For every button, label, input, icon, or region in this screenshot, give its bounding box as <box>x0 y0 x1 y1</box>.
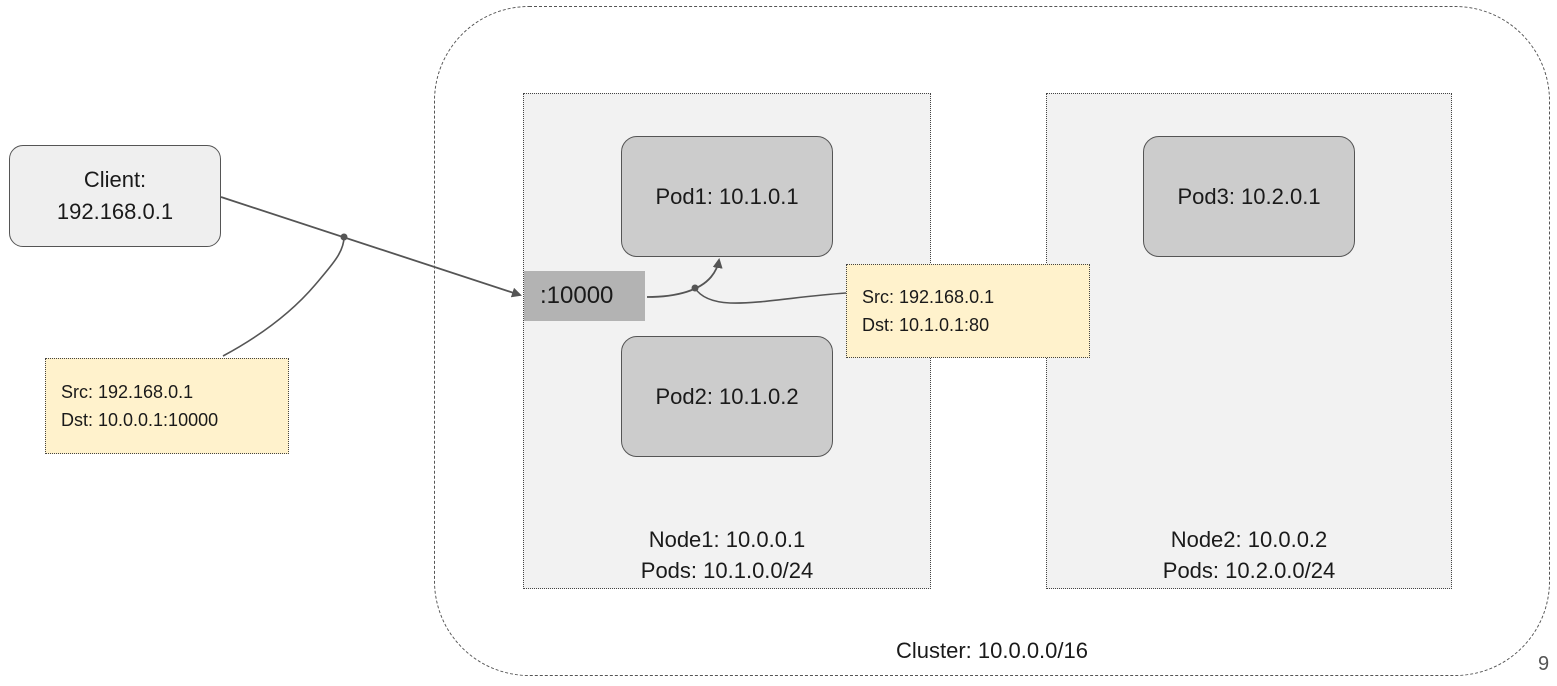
packet-dst: Dst: 10.0.0.1:10000 <box>61 410 219 430</box>
cluster-boundary <box>434 6 1550 676</box>
inbound-callout-dot <box>340 233 348 241</box>
packet-src: Src: 192.168.0.1 <box>61 382 194 402</box>
packet-dst: Dst: 10.1.0.1:80 <box>862 315 990 335</box>
node2-label: Node2: 10.0.0.2 Pods: 10.2.0.0/24 <box>1047 524 1451 586</box>
pod2-label: Pod2: 10.1.0.2 <box>655 383 799 409</box>
packet-note-inbound: Src: 192.168.0.1 Dst: 10.0.0.1:10000 <box>45 358 289 454</box>
packet-src: Src: 192.168.0.1 <box>862 287 995 307</box>
forwarded-callout-dot <box>691 284 699 292</box>
client-box: Client: 192.168.0.1 <box>9 145 221 247</box>
pod2-box: Pod2: 10.1.0.2 <box>621 336 833 457</box>
node2-name: Node2: 10.0.0.2 <box>1170 527 1328 552</box>
packet-note-forwarded: Src: 192.168.0.1 Dst: 10.1.0.1:80 <box>846 264 1090 358</box>
node-port-box: :10000 <box>524 271 645 321</box>
node1-pods-cidr: Pods: 10.1.0.0/24 <box>640 558 814 583</box>
pod1-label: Pod1: 10.1.0.1 <box>655 183 799 209</box>
client-to-port-arrow <box>220 196 522 298</box>
node-port-label: :10000 <box>540 282 614 309</box>
pod1-box: Pod1: 10.1.0.1 <box>621 136 833 257</box>
pod3-label: Pod3: 10.2.0.1 <box>1177 183 1321 209</box>
pod3-box: Pod3: 10.2.0.1 <box>1143 136 1355 257</box>
node1-name: Node1: 10.0.0.1 <box>648 527 806 552</box>
node2-pods-cidr: Pods: 10.2.0.0/24 <box>1162 558 1336 583</box>
client-ip: 192.168.0.1 <box>56 199 174 224</box>
page-number: 9 <box>1538 653 1550 675</box>
client-title: Client: <box>83 167 147 192</box>
forwarded-note-callout <box>694 287 847 304</box>
inbound-note-callout <box>222 236 345 357</box>
port-to-pod1-arrow <box>646 258 723 298</box>
node1-label: Node1: 10.0.0.1 Pods: 10.1.0.0/24 <box>524 524 930 586</box>
cluster-label: Cluster: 10.0.0.0/16 <box>895 638 1088 663</box>
